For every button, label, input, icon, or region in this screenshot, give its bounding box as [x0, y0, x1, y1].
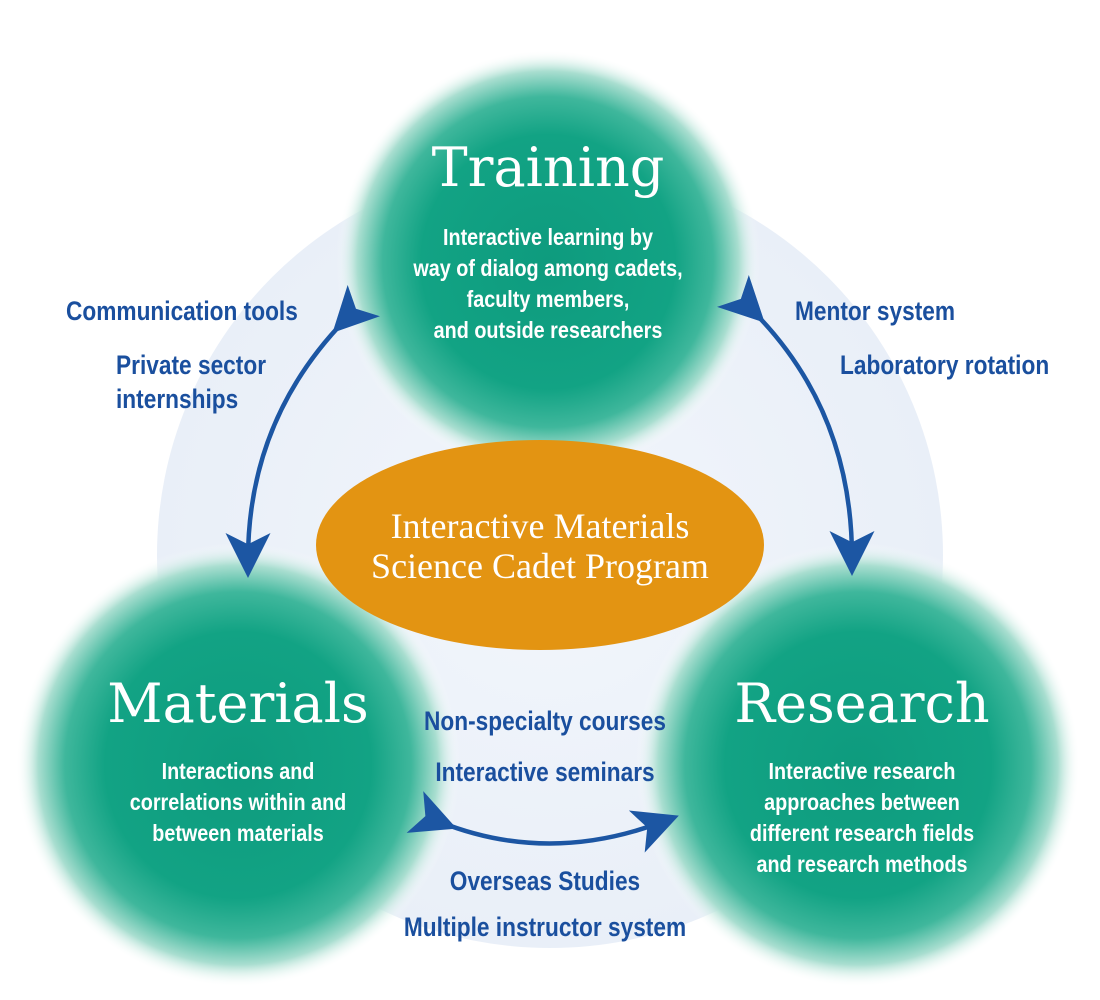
research-desc-line: approaches between	[764, 789, 960, 815]
link-label-communication-tools: Communication tools	[66, 296, 298, 326]
research-description: Interactive research approaches between …	[707, 756, 1017, 880]
link-label-multiple-instructor-system: Multiple instructor system	[403, 912, 687, 942]
training-desc-line: Interactive learning by	[443, 224, 653, 250]
center-line: Science Cadet Program	[371, 546, 709, 586]
link-label-overseas-studies: Overseas Studies	[449, 866, 641, 896]
training-title: Training	[431, 136, 665, 199]
training-desc-line: faculty members,	[466, 286, 630, 312]
arrow-training-materials	[225, 284, 380, 578]
link-label-mentor-system: Mentor system	[795, 296, 956, 326]
link-label-private-sector: Private sector	[116, 350, 267, 380]
arrow-training-research	[716, 274, 875, 576]
research-desc-line: different research fields	[749, 820, 975, 846]
training-desc-line: way of dialog among cadets,	[413, 255, 683, 281]
training-circle	[336, 50, 760, 474]
link-label-non-specialty-courses: Non-specialty courses	[423, 706, 666, 736]
training-desc-line: and outside researchers	[433, 317, 663, 343]
center-program-name: Interactive Materials Science Cadet Prog…	[330, 506, 750, 586]
research-circle	[636, 543, 1080, 987]
materials-description: Interactions and correlations within and…	[83, 756, 393, 849]
materials-circle	[16, 543, 460, 987]
link-label-laboratory-rotation: Laboratory rotation	[840, 350, 1050, 380]
link-label-interactive-seminars: Interactive seminars	[435, 757, 655, 787]
research-desc-line: Interactive research	[768, 758, 956, 784]
center-ellipse	[316, 440, 764, 650]
research-title: Research	[734, 672, 990, 735]
materials-desc-line: between materials	[152, 820, 324, 846]
materials-title: Materials	[107, 672, 369, 735]
research-desc-line: and research methods	[756, 851, 968, 877]
training-description: Interactive learning by way of dialog am…	[393, 222, 703, 346]
arrow-materials-research	[406, 791, 679, 853]
materials-desc-line: Interactions and	[161, 758, 315, 784]
materials-desc-line: correlations within and	[129, 789, 347, 815]
center-line: Interactive Materials	[390, 506, 690, 546]
link-label-internships: internships	[116, 384, 239, 414]
